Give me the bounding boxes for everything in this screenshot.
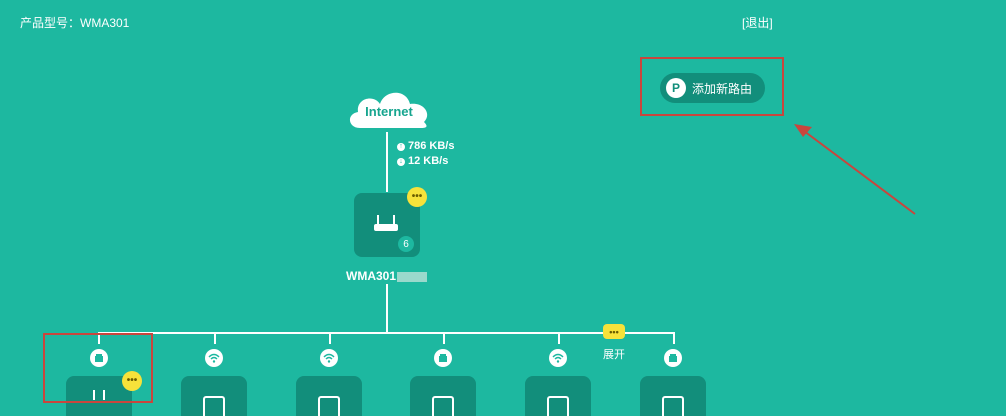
node-drop [329,332,331,344]
expand-label[interactable]: 展开 [603,349,625,361]
node-drop [214,332,216,344]
node-tile[interactable] [296,376,362,416]
node-tile[interactable] [410,376,476,416]
pointer-arrow-icon [794,124,916,215]
upload-icon: ↑ [397,142,405,151]
internet-node[interactable]: Internet [344,86,434,132]
wifi-node-icon [320,349,338,367]
node-more-button[interactable]: ••• [122,371,142,391]
wifi-node-icon [205,349,223,367]
expand-more-button[interactable]: ••• [603,324,625,339]
download-speed: 12 KB/s [408,155,449,167]
device-icon [318,396,340,416]
blurred-suffix [397,271,428,282]
wired-node-icon [664,349,682,367]
product-model-label: 产品型号：WMA301 [20,16,130,30]
main-router-tile[interactable]: 6 [354,193,420,257]
internet-label: Internet [365,104,413,119]
logout-link[interactable]: [退出] [742,16,773,30]
node-drop [558,332,560,344]
client-count-badge: 6 [398,236,414,252]
uplink-line [386,132,388,192]
main-router-name-text: WMA301 [346,269,397,283]
wired-node-icon [90,349,108,367]
node-drop [673,332,675,344]
main-router-more-button[interactable]: ••• [407,187,427,207]
add-router-highlight: P 添加新路由 [640,57,784,116]
node-tile[interactable] [640,376,706,416]
device-icon [547,396,569,416]
device-icon [203,396,225,416]
node-tile[interactable] [181,376,247,416]
device-icon [432,396,454,416]
wifi-node-icon [549,349,567,367]
node-drop [443,332,445,344]
wired-node-icon [434,349,452,367]
main-router-name: WMA301 [346,269,428,283]
node-tile[interactable] [525,376,591,416]
brand-logo-icon: P [666,78,686,98]
router-icon [93,390,105,400]
speed-stats: ↑ 786 KB/s ↓ 12 KB/s [397,139,454,169]
add-router-button[interactable]: P 添加新路由 [660,73,765,103]
node-bus-line [98,332,675,334]
download-icon: ↓ [397,157,405,166]
add-router-label: 添加新路由 [692,81,753,96]
node-drop [98,332,100,344]
upload-speed: 786 KB/s [408,140,455,152]
router-icon [374,215,398,231]
internet-cloud-icon [349,92,428,128]
device-icon [662,396,684,416]
first-node-highlight [43,333,153,403]
trunk-line [386,284,388,333]
